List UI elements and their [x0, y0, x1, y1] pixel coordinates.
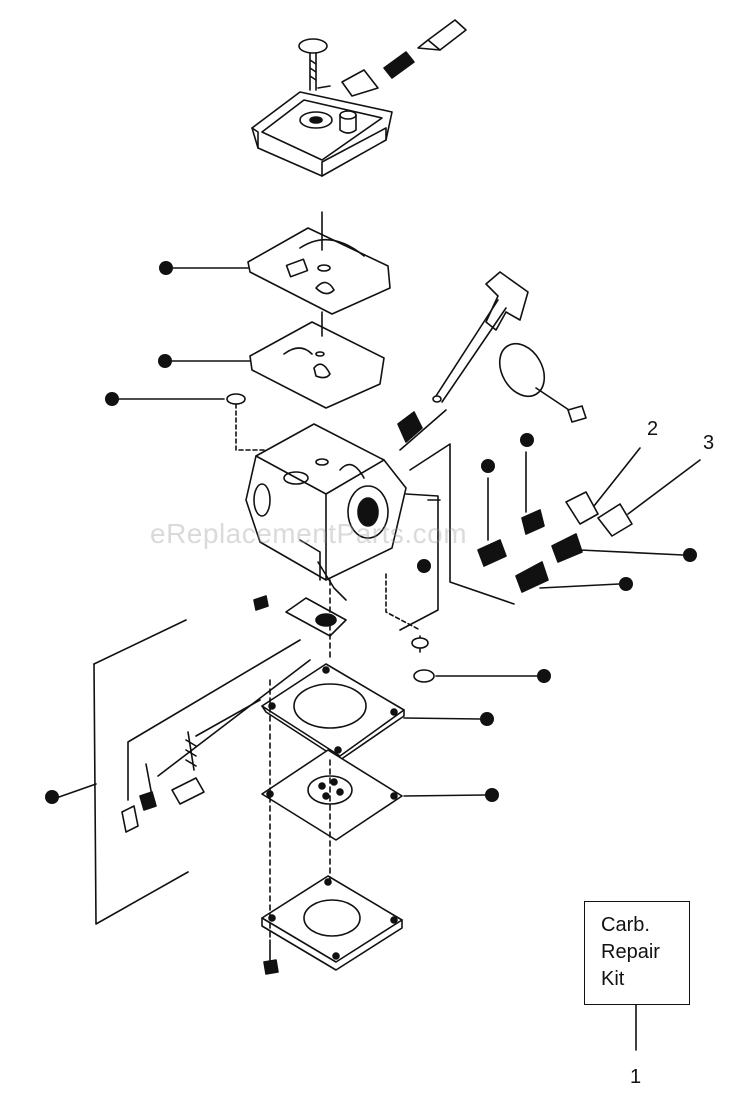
fitting-2	[565, 447, 641, 525]
lower-left-small-parts	[121, 639, 311, 833]
top-screw	[298, 38, 328, 91]
top-cover-plate	[251, 91, 393, 177]
callout-number-2: 2	[647, 418, 659, 440]
fitting-3	[597, 459, 701, 537]
kit-part-number: 1	[630, 1066, 642, 1088]
gasket-plate-middle	[249, 311, 385, 409]
carburetor-body	[245, 423, 407, 601]
kit-line-1: Carb.	[601, 914, 650, 936]
callout-dots-right	[417, 433, 697, 802]
callout-number-3: 3	[703, 432, 715, 454]
pump-cover	[261, 875, 403, 971]
kit-line-2: Repair	[601, 941, 660, 963]
pump-diaphragm	[261, 749, 403, 841]
throttle-shaft	[397, 271, 587, 451]
pump-gasket	[261, 663, 405, 761]
carb-repair-kit-label: Carb. Repair Kit	[601, 912, 660, 993]
left-group-bracket	[58, 619, 189, 925]
mixture-screws	[477, 451, 583, 593]
check-valve	[253, 595, 347, 637]
gasket-plate-upper	[247, 211, 391, 315]
carb-repair-kit-box: Carb. Repair Kit	[584, 901, 690, 1005]
adjust-needle-top	[317, 19, 467, 97]
watermark-text: eReplacementParts.com	[150, 518, 468, 549]
kit-line-3: Kit	[601, 968, 625, 990]
callout-dots-left	[45, 261, 173, 804]
